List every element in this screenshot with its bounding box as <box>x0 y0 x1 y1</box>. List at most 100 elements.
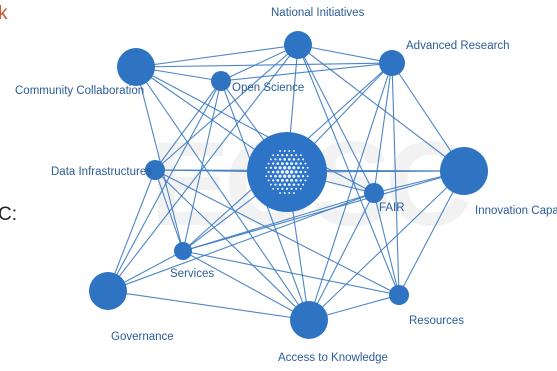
hub-dot <box>265 166 268 169</box>
edge-line <box>135 62 393 68</box>
hub-logo-icon <box>247 132 327 212</box>
hub-dot <box>292 166 296 170</box>
hub-dot <box>285 154 289 157</box>
hub-dot-pattern <box>265 150 309 194</box>
label-governance: Governance <box>111 331 174 343</box>
hub-dot <box>272 162 275 165</box>
hub-dot <box>297 174 300 178</box>
hub-dot <box>297 158 300 161</box>
hub-dot <box>290 187 293 190</box>
hub-dot <box>294 179 298 182</box>
edge-line <box>182 170 465 252</box>
hub-dot <box>297 183 300 186</box>
hub-dot <box>288 150 291 152</box>
hub-dot <box>269 183 272 186</box>
hub-dot <box>287 158 291 161</box>
hub-dot <box>299 162 302 165</box>
hub-dot <box>287 166 291 170</box>
hub-dot <box>265 175 268 178</box>
hub-dot <box>285 170 289 174</box>
edge-line <box>135 66 184 252</box>
hub-dot <box>272 179 275 182</box>
edge-line <box>154 44 299 171</box>
node-resources <box>389 285 409 305</box>
label-open-science: Open Science <box>232 82 304 94</box>
hub-dot <box>292 158 296 161</box>
edge-line <box>154 169 400 296</box>
hub-dot <box>287 183 291 186</box>
hub-dot <box>299 154 302 157</box>
hub-dot <box>299 187 302 190</box>
node-fair <box>364 183 384 203</box>
edge-line <box>308 170 465 321</box>
hub-dot <box>283 158 287 161</box>
edge-line <box>182 192 375 252</box>
edge-line <box>373 192 400 296</box>
label-advanced-research: Advanced Research <box>406 40 510 52</box>
label-services: Services <box>170 268 214 280</box>
edge-line <box>154 169 184 252</box>
hub-dot <box>290 178 294 182</box>
hub-dot <box>292 192 295 194</box>
node-data-infrastructures <box>145 160 165 180</box>
hub-dot <box>304 179 307 182</box>
hub-dot <box>292 174 296 178</box>
node-access-to-knowledge <box>290 301 328 339</box>
hub-dot <box>279 192 282 194</box>
edge-line <box>107 44 299 292</box>
hub-dot <box>292 150 295 152</box>
node-innovation-capacity <box>440 147 488 195</box>
hub-dot <box>279 150 282 152</box>
edge-line <box>297 44 400 296</box>
edge-line <box>220 44 299 82</box>
edge-line <box>297 44 375 194</box>
hub-dot <box>306 175 309 178</box>
hub-dot <box>269 158 272 161</box>
hub-dot <box>306 166 309 169</box>
hub-dot <box>276 179 280 182</box>
edge-line <box>135 44 299 68</box>
hub-dot <box>285 162 289 166</box>
edge-line <box>107 290 310 321</box>
hub-dot <box>295 154 298 157</box>
hub-dot <box>280 162 284 166</box>
node-services <box>174 242 192 260</box>
label-resources: Resources <box>409 315 464 327</box>
hub-dot <box>269 166 273 169</box>
hub-dot <box>276 162 280 165</box>
label-fair: FAIR <box>379 202 405 214</box>
hub-dot <box>281 154 284 157</box>
hub-dot <box>304 162 307 165</box>
edge-line <box>308 192 375 321</box>
hub-dot <box>295 187 298 190</box>
edge-line <box>107 80 222 292</box>
label-innovation-capacity: Innovation Capacity <box>475 205 557 217</box>
hub-dot <box>278 166 282 170</box>
hub-dot <box>304 170 307 174</box>
node-national-initiatives <box>284 31 312 59</box>
hub-dot <box>285 178 289 182</box>
hub-dot <box>269 175 273 178</box>
hub-dot <box>283 174 287 178</box>
hub-dot <box>267 162 270 165</box>
hub-dot <box>287 174 291 178</box>
node-community-collaboration <box>117 48 155 86</box>
edge-line <box>182 80 222 252</box>
hub-dot <box>289 170 294 174</box>
hub-dot <box>297 166 300 170</box>
hub-dot <box>278 183 282 186</box>
hub-dot <box>276 170 280 174</box>
edge-line <box>182 250 400 296</box>
hub-dot <box>281 187 284 190</box>
hub-dot <box>267 179 270 182</box>
hub-dot <box>302 158 305 161</box>
hub-dot <box>283 192 286 194</box>
hub-dot <box>285 187 289 190</box>
edge-line <box>107 169 156 292</box>
hub-dot <box>278 174 282 178</box>
edge-line <box>297 44 393 64</box>
edge-line <box>220 62 393 82</box>
hub-dot <box>271 170 275 174</box>
